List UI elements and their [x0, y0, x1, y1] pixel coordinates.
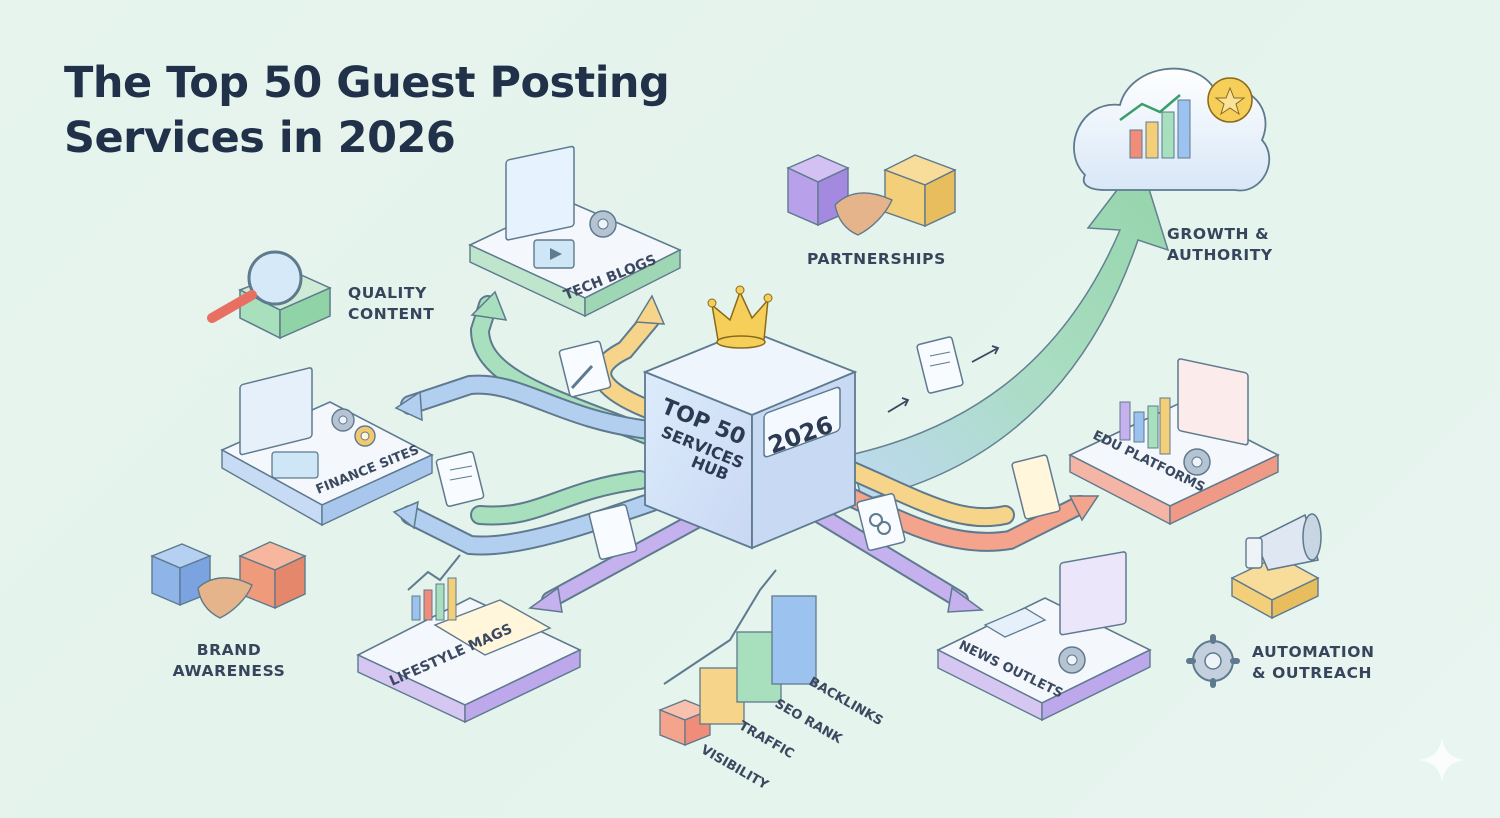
news-outlets-platform [936, 551, 1152, 722]
document-icon [916, 336, 964, 394]
automation-outreach-label: AUTOMATION & OUTREACH [1252, 642, 1375, 684]
document-icon [588, 504, 638, 560]
handshake-icon [786, 154, 957, 236]
metric-seo-rank: SEO RANK [772, 696, 845, 747]
document-icon [1011, 454, 1061, 520]
page-title: The Top 50 Guest Posting Services in 202… [64, 58, 670, 163]
gear-icon [331, 408, 355, 432]
gear-icon [1058, 646, 1086, 674]
label-line: & OUTREACH [1252, 664, 1373, 682]
sparkle-icon [1420, 738, 1464, 782]
crown-icon [707, 285, 773, 349]
label-line: AUTHORITY [1167, 246, 1273, 264]
brand-awareness-label: BRAND AWARENESS [170, 640, 288, 682]
label-line: CONTENT [348, 305, 435, 323]
label-line: BRAND [196, 641, 262, 659]
label-line: QUALITY [348, 284, 427, 302]
gear-icon [589, 210, 617, 238]
label-line: AUTOMATION [1252, 643, 1375, 661]
label-line: AWARENESS [172, 662, 286, 680]
star-badge-icon [1207, 77, 1253, 123]
document-icon [435, 451, 485, 507]
handshake-icon [150, 541, 307, 619]
metric-visibility: VISIBILITY [698, 742, 771, 793]
tech-blogs-platform [468, 145, 682, 318]
quality-content-label: QUALITY CONTENT [348, 283, 434, 325]
label-line: GROWTH & [1167, 225, 1270, 243]
growth-arrow [849, 158, 1170, 501]
metric-traffic: TRAFFIC [736, 718, 796, 762]
gear-icon [1183, 448, 1211, 476]
link-icon [856, 493, 906, 551]
magnifier-icon [207, 250, 332, 340]
gear-icon [354, 425, 376, 447]
lifestyle-mags-platform [356, 554, 582, 724]
small-arrows [887, 345, 1000, 413]
metric-bars [658, 569, 817, 746]
finance-sites-platform [220, 367, 434, 527]
megaphone-icon [1230, 513, 1322, 620]
pencil-icon [558, 340, 612, 398]
hub-cube [642, 329, 858, 550]
gear-icon [1186, 634, 1240, 688]
edu-platforms-platform [1068, 358, 1280, 526]
growth-authority-label: GROWTH & AUTHORITY [1167, 224, 1273, 266]
partnerships-label: PARTNERSHIPS [807, 250, 946, 268]
